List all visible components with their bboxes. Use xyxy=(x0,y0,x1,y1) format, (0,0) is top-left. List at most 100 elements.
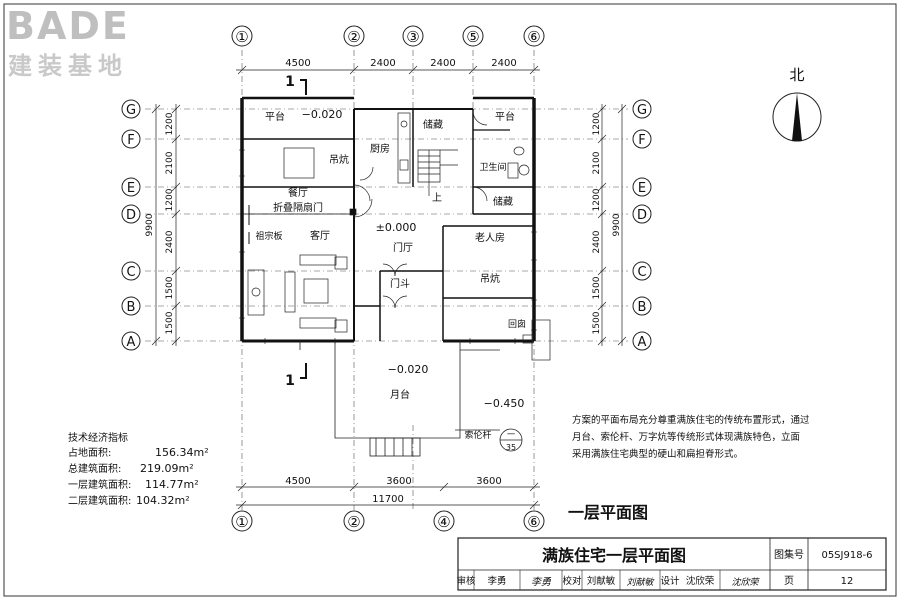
label-folding-door: 折叠隔扇门 xyxy=(273,201,323,214)
label-hall: 门厅 xyxy=(393,241,413,254)
description: 方案的平面布局充分尊重满族住宅的传统布置形式，通过 月台、索伦杆、万字炕等传统形… xyxy=(572,414,810,460)
checker: 刘献敏 xyxy=(587,575,616,587)
axis-label: F xyxy=(127,133,134,148)
axis-label: D xyxy=(126,208,136,223)
check-label: 校对 xyxy=(562,575,582,587)
stats-value: 104.32m² xyxy=(136,494,190,507)
axis-label: ② xyxy=(347,513,360,531)
axis-label: D xyxy=(637,208,647,223)
dim-text: 3600 xyxy=(386,476,411,487)
section-mark-bottom: 1 xyxy=(285,373,295,389)
description-line: 月台、索伦杆、万字炕等传统形式体现满族特色，立面 xyxy=(572,431,800,443)
dim-text: 3600 xyxy=(476,476,501,487)
axis-label: ⑥ xyxy=(527,513,540,531)
north-arrow-icon xyxy=(772,92,822,142)
designer: 沈欣荣 xyxy=(686,575,715,587)
dimension-lines xyxy=(151,65,627,510)
dim-text: 2100 xyxy=(165,151,175,174)
room-labels: 平台 −0.020 厨房 储藏 平台 吊炕 卫生间 餐厅 上 储藏 折叠隔扇门 … xyxy=(255,108,526,452)
page-label: 页 xyxy=(784,575,794,587)
brand-logo: BADE 建装基地 xyxy=(6,4,156,80)
review-label: 审核 xyxy=(456,575,476,587)
axis-bubbles-bottom: ① ② ④ ⑥ xyxy=(231,510,545,532)
dim-text: 4500 xyxy=(285,476,310,487)
dim-text: 2400 xyxy=(592,230,602,253)
ref-top: 一 xyxy=(507,430,515,439)
dim-text: 1500 xyxy=(592,276,602,299)
dim-text: 4500 xyxy=(285,58,310,69)
sheet-border xyxy=(3,3,897,597)
dim-text: 2100 xyxy=(592,151,602,174)
label-flue: 回囱 xyxy=(508,318,526,330)
axis-label: ⑤ xyxy=(466,28,479,46)
axis-label: ⑥ xyxy=(527,28,540,46)
terrace xyxy=(299,341,523,457)
label-dining: 餐厅 xyxy=(288,186,308,199)
description-line: 采用满族住宅典型的硬山和扁担脊形式。 xyxy=(572,448,743,460)
axis-bubbles-left: G F E D C B A xyxy=(121,99,141,351)
label-platform-left: 平台 xyxy=(265,110,285,123)
furniture xyxy=(247,110,551,361)
dim-text: 1500 xyxy=(592,311,602,334)
axis-label: E xyxy=(638,181,646,196)
page-number: 12 xyxy=(841,576,854,587)
north-label: 北 xyxy=(789,66,804,84)
label-level-ground: −0.450 xyxy=(484,397,525,410)
tech-stats: 技术经济指标 占地面积: 156.34m² 总建筑面积: 219.09m² 一层… xyxy=(68,431,209,507)
label-toilet: 卫生间 xyxy=(479,161,506,173)
axis-label: ④ xyxy=(437,513,450,531)
label-level-top: −0.020 xyxy=(302,108,343,121)
axis-label: A xyxy=(638,335,647,350)
label-elder-room: 老人房 xyxy=(475,231,505,244)
stats-label: 二层建筑面积: xyxy=(68,494,131,507)
atlas-label: 图集号 xyxy=(774,548,804,561)
dim-text: 2400 xyxy=(165,230,175,253)
axis-label: B xyxy=(638,300,647,315)
label-heated-bed-right: 吊炕 xyxy=(480,272,500,285)
stats-label: 总建筑面积: xyxy=(68,462,121,475)
label-platform-right: 平台 xyxy=(495,110,515,123)
dim-text: 1500 xyxy=(165,276,175,299)
axis-label: C xyxy=(637,265,646,280)
stats-label: 占地面积: xyxy=(68,446,111,459)
axis-label: G xyxy=(637,103,647,118)
title-block: 满族住宅一层平面图 图集号 05SJ918-6 审核 李勇 李勇 校对 刘献敏 … xyxy=(456,537,887,591)
check-signature: 刘献敏 xyxy=(626,577,655,588)
axis-label: F xyxy=(638,133,645,148)
axis-label: B xyxy=(127,300,136,315)
axis-label: G xyxy=(126,103,136,118)
label-up: 上 xyxy=(432,192,442,204)
dim-text: 11700 xyxy=(372,494,404,505)
axis-label: ① xyxy=(235,513,248,531)
dim-text: 1500 xyxy=(165,311,175,334)
section-mark-top: 1 xyxy=(285,74,295,90)
brand-word: BADE xyxy=(6,4,130,48)
label-zongbian: 祖宗板 xyxy=(255,230,282,242)
label-pole: 索伦杆 xyxy=(464,429,491,441)
stats-title: 技术经济指标 xyxy=(68,431,128,444)
label-living: 客厅 xyxy=(310,229,330,242)
axis-label: ② xyxy=(347,28,360,46)
plan-title: 一层平面图 xyxy=(568,503,648,522)
stats-value: 156.34m² xyxy=(155,446,209,459)
stats-value: 114.77m² xyxy=(145,478,199,491)
dim-text: 1200 xyxy=(165,188,175,211)
walls xyxy=(240,96,536,343)
windows xyxy=(239,149,537,344)
dim-text: 2400 xyxy=(430,58,455,69)
dim-text: 1200 xyxy=(592,188,602,211)
label-kitchen: 厨房 xyxy=(370,142,390,155)
dimension-texts: 4500 2400 2400 2400 4500 3600 3600 11700… xyxy=(145,58,622,505)
ref-bottom: 35 xyxy=(506,443,516,452)
axis-label: ① xyxy=(235,28,248,46)
axis-label: A xyxy=(127,335,136,350)
label-terrace: 月台 xyxy=(390,388,410,401)
stats-label: 一层建筑面积: xyxy=(68,478,131,491)
axis-bubbles-top: ① ② ③ ⑤ ⑥ xyxy=(231,25,545,47)
titleblock-title: 满族住宅一层平面图 xyxy=(542,546,686,565)
axis-lines-horizontal xyxy=(145,108,628,342)
dim-text: 9900 xyxy=(145,213,155,236)
axis-label: C xyxy=(126,265,135,280)
design-signature: 沈欣荣 xyxy=(731,577,760,588)
section-cut-markers xyxy=(300,79,307,379)
